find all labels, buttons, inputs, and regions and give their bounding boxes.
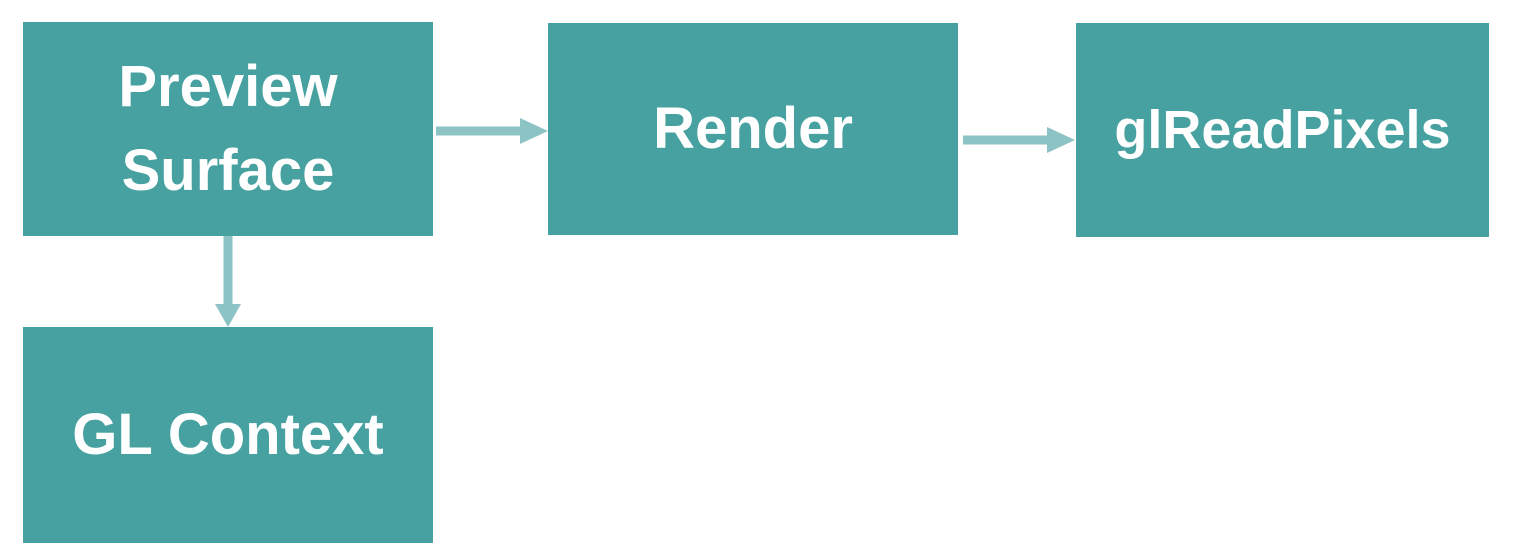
node-glreadpixels: glReadPixels (1076, 23, 1489, 237)
node-render: Render (548, 23, 958, 235)
arrow-right-icon-preview-surface-to-render (436, 118, 548, 144)
arrow-right-icon-render-to-glreadpixels (963, 127, 1075, 153)
node-glreadpixels-label: glReadPixels (1114, 99, 1451, 160)
node-render-label: Render (653, 95, 853, 161)
node-preview-surface: Preview Surface (23, 22, 433, 236)
node-preview-surface-label: Preview Surface (118, 53, 338, 203)
node-gl-context: GL Context (23, 327, 433, 543)
arrow-down-icon-preview-surface-to-gl-context (215, 236, 241, 327)
node-gl-context-label: GL Context (72, 401, 384, 467)
